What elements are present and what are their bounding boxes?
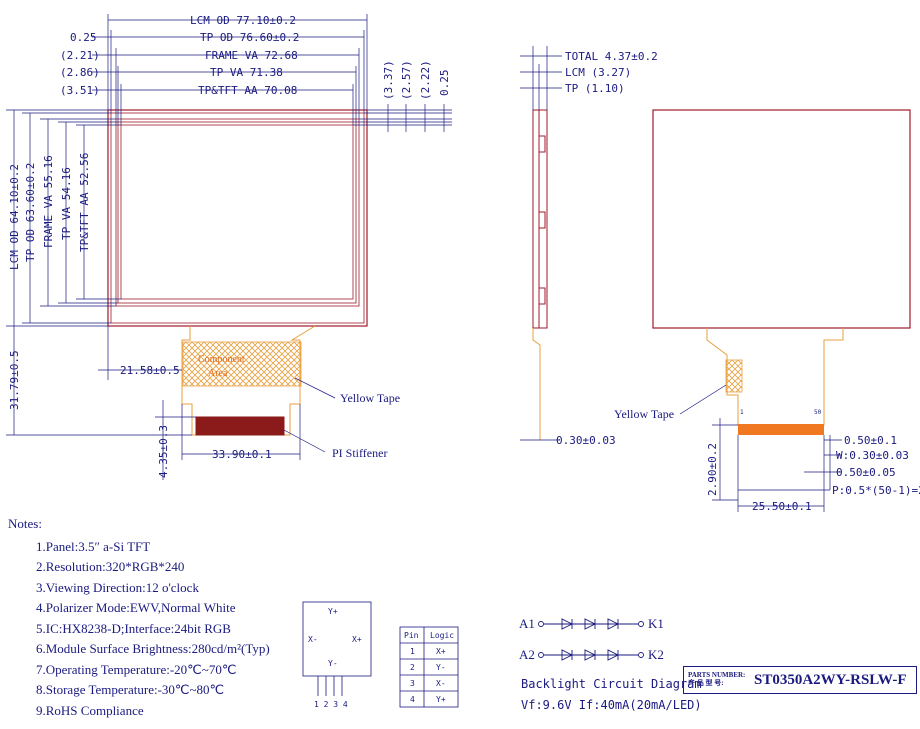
dim-left-286: (2.86) <box>60 66 100 79</box>
dim-stiff-h: 4.35±0.3 <box>157 425 170 478</box>
note-item: 2.Resolution:320*RGB*240 <box>36 559 185 574</box>
touch-xm: X- <box>308 635 318 644</box>
component-label-1: Component <box>198 354 245 365</box>
active-area <box>120 124 354 300</box>
dim-tp-va-w: TP VA 71.38 <box>210 66 283 79</box>
front-view <box>107 109 368 436</box>
back-view <box>652 109 911 435</box>
bl-a1: A1 <box>519 616 535 631</box>
back-pin50: 50 <box>814 409 822 416</box>
note-item: 3.Viewing Direction:12 o'clock <box>36 579 199 595</box>
pin-table-cell: 1 <box>410 647 415 656</box>
touch-xp: X+ <box>352 635 362 644</box>
pi-stiffener-label: PI Stiffener <box>332 446 387 460</box>
dim-left-025: 0.25 <box>70 31 97 44</box>
component-label-2: Area <box>208 368 228 379</box>
note-item: 4.Polarizer Mode:EWV,Normal White <box>36 600 236 615</box>
tp-va <box>117 121 357 304</box>
side-view <box>532 109 548 440</box>
front-left-dims <box>6 109 301 480</box>
dim-right-337: (3.37) <box>382 60 395 100</box>
note-item: 5.IC:HX8238-D;Interface:24bit RGB <box>36 620 231 636</box>
touch-schematic <box>302 601 372 696</box>
dim-lcm-od-h: LCM OD 64.10±0.2 <box>8 164 21 270</box>
pin-table-head-pin: Pin <box>404 631 419 640</box>
part-number-key-cn: 产 品 型 号: <box>688 679 724 687</box>
dim-lcm-od-w: LCM OD 77.10±0.2 <box>190 14 296 27</box>
front-top-dims <box>92 14 452 132</box>
note-item: 1.Panel:3.5″ a-Si TFT <box>36 538 151 554</box>
dim-w030: W:0.30±0.03 <box>836 449 909 462</box>
pin-table-head-logic: Logic <box>430 631 454 640</box>
dim-total-h: 31.79±0.5 <box>8 350 21 410</box>
side-dims <box>520 46 562 441</box>
part-number-key: PARTS NUMBER: 产 品 型 号: <box>688 671 745 687</box>
part-number-key-en: PARTS NUMBER: <box>688 671 746 679</box>
dim-frame-va-w: FRAME VA 72.68 <box>205 49 298 62</box>
pin-table-cell: X- <box>436 679 446 688</box>
note-item: 9.RoHS Compliance <box>36 702 144 718</box>
bl-a2: A2 <box>519 647 535 662</box>
dim-lcm-thick: LCM (3.27) <box>565 66 631 79</box>
pin-table-cell: 4 <box>410 695 415 704</box>
yellow-tape-label-front: Yellow Tape <box>340 391 400 405</box>
notes-block: Notes: 1.Panel:3.5″ a-Si TFT 2.Resolutio… <box>8 514 270 721</box>
lcm-outline <box>107 109 368 327</box>
back-pin1: 1 <box>740 409 744 416</box>
note-item: 8.Storage Temperature:-30℃~80℃ <box>36 682 225 697</box>
pi-stiffener <box>195 416 285 436</box>
dim-tp-thick: TP (1.10) <box>565 82 625 95</box>
dim-right-222: (2.22) <box>419 60 432 100</box>
tp-outline <box>110 112 365 324</box>
bl-spec: Vf:9.6V If:40mA(20mA/LED) <box>521 698 702 712</box>
touch-yp: Y+ <box>328 607 338 616</box>
part-number-value: ST0350A2WY-RSLW-F <box>754 672 907 688</box>
touch-ym: Y- <box>328 659 338 668</box>
pin-table-cell: Y+ <box>436 695 446 704</box>
dim-w2550: 25.50±0.1 <box>752 500 812 513</box>
part-number-box: PARTS NUMBER: 产 品 型 号: ST0350A2WY-RSLW-F <box>683 666 917 694</box>
bl-k1: K1 <box>648 616 664 631</box>
frame-va <box>115 118 360 307</box>
note-item: 7.Operating Temperature:-20℃~70℃ <box>36 661 237 677</box>
notes-title: Notes: <box>8 516 42 531</box>
dim-d050: 0.50±0.1 <box>844 434 897 447</box>
pin-table-cell: X+ <box>436 647 446 656</box>
dim-fpc-thick: 0.30±0.03 <box>556 434 616 447</box>
dim-pitch: P:0.5*(50-1)=24.5 <box>832 484 920 497</box>
dim-frame-va-h: FRAME VA 55.16 <box>42 155 55 248</box>
pin-table-cell: 2 <box>410 663 415 672</box>
dim-right-257: (2.57) <box>400 60 413 100</box>
dim-d050b: 0.50±0.05 <box>836 466 896 479</box>
dim-total-thick: TOTAL 4.37±0.2 <box>565 50 658 63</box>
note-item: 6.Module Surface Brightness:280cd/m²(Typ… <box>36 641 270 656</box>
dim-stiff-w: 33.90±0.1 <box>212 448 272 461</box>
dim-tp-od-w: TP OD 76.60±0.2 <box>200 31 299 44</box>
bl-k2: K2 <box>648 647 664 662</box>
pin-table-cell: 3 <box>410 679 415 688</box>
yellow-tape-label-back: Yellow Tape <box>614 407 674 421</box>
backlight-circuit <box>538 618 644 661</box>
pin-table <box>399 626 459 708</box>
bl-title: Backlight Circuit Diagram <box>521 677 702 691</box>
dim-fpc-x: 21.58±0.5 <box>120 364 180 377</box>
back-dims <box>712 418 842 512</box>
touch-pins: 1 2 3 4 <box>314 700 348 709</box>
dim-left-221: (2.21) <box>60 49 100 62</box>
component-area <box>182 341 302 387</box>
dim-aa-w: TP&TFT AA 70.08 <box>198 84 297 97</box>
notes-list: 1.Panel:3.5″ a-Si TFT 2.Resolution:320*R… <box>8 537 270 722</box>
dim-tp-od-h: TP OD 63.60±0.2 <box>24 163 37 262</box>
dim-tp-va-h: TP VA 54.16 <box>60 167 73 240</box>
dim-right-025: 0.25 <box>438 70 451 97</box>
pin-table-cell: Y- <box>436 663 446 672</box>
dim-h290: 2.90±0.2 <box>706 443 719 496</box>
dim-aa-h: TP&TFT AA 52.56 <box>78 153 91 252</box>
dim-left-351: (3.51) <box>60 84 100 97</box>
